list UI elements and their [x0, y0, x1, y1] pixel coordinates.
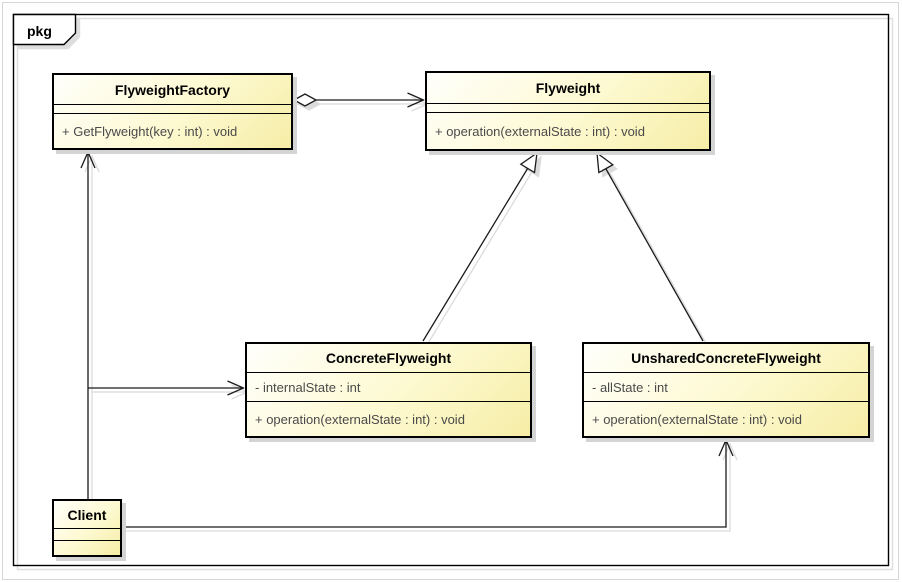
operations-compartment — [54, 540, 120, 555]
package-frame-tab — [12, 13, 77, 46]
aggregation-diamond — [292, 93, 318, 107]
attribute-row: - allState : int — [584, 372, 868, 401]
class-title: ConcreteFlyweight — [325, 350, 452, 366]
attributes-compartment — [427, 103, 709, 112]
association-client-to-unshared — [122, 440, 726, 528]
operation-row: + GetFlyweight(key : int) : void — [54, 113, 291, 148]
class-unshared-concrete-flyweight[interactable]: UnsharedConcreteFlyweight - allState : i… — [582, 342, 870, 438]
class-title: Flyweight — [535, 80, 601, 96]
class-flyweight[interactable]: Flyweight + operation(externalState : in… — [425, 71, 711, 151]
generalization-concrete-to-flyweight — [422, 153, 537, 342]
class-flyweight-factory[interactable]: FlyweightFactory + GetFlyweight(key : in… — [52, 73, 293, 150]
class-client[interactable]: Client — [52, 499, 122, 557]
class-concrete-flyweight[interactable]: ConcreteFlyweight - internalState : int … — [245, 342, 532, 438]
class-title: FlyweightFactory — [114, 81, 231, 98]
package-frame-label: pkg — [27, 23, 52, 39]
attributes-compartment — [54, 528, 120, 540]
generalization-unshared-to-flyweight — [597, 153, 704, 342]
class-title: Client — [67, 506, 107, 523]
class-title: UnsharedConcreteFlyweight — [631, 350, 821, 366]
attribute-row: - internalState : int — [247, 372, 530, 401]
operation-row: + operation(externalState : int) : void — [427, 112, 709, 149]
operation-row: + operation(externalState : int) : void — [584, 401, 868, 436]
attributes-compartment — [54, 104, 291, 113]
package-frame — [12, 13, 890, 567]
operation-row: + operation(externalState : int) : void — [247, 401, 530, 436]
